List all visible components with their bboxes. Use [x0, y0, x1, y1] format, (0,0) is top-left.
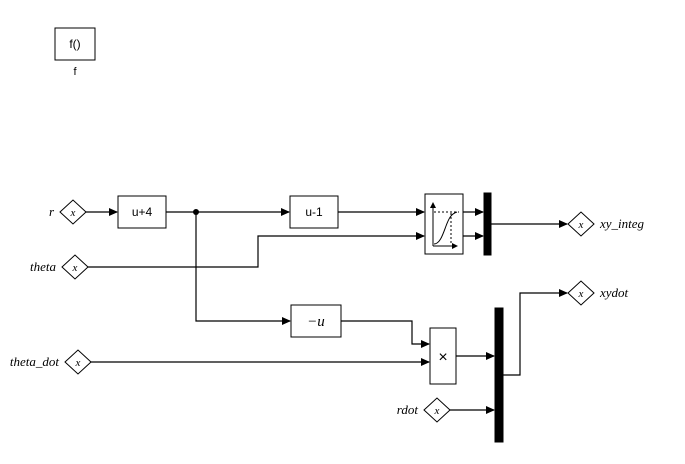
block-neg-u-label: −u: [307, 314, 325, 330]
block-u-plus-4[interactable]: u+4: [117, 195, 167, 229]
wire-junction-dot: [193, 209, 199, 215]
argin-port-rdot-diamond[interactable]: [423, 397, 451, 423]
mux-block-1[interactable]: [483, 192, 492, 256]
argin-port-r-diamond[interactable]: [59, 199, 87, 225]
argin-port-rdot[interactable]: rdot x: [397, 397, 451, 423]
block-u-minus-1[interactable]: u-1: [289, 195, 339, 229]
argin-port-theta-diamond[interactable]: [61, 254, 89, 280]
argin-port-r-symbol: x: [70, 207, 76, 219]
argin-port-rdot-label: rdot: [397, 402, 419, 417]
argin-port-theta-label: theta: [30, 259, 56, 274]
function-block-caption: f: [73, 66, 77, 78]
product-block[interactable]: ×: [429, 327, 457, 385]
argin-port-rdot-symbol: x: [434, 405, 440, 417]
function-block-label: f(): [69, 37, 80, 51]
integrator-block[interactable]: [424, 193, 464, 255]
block-u-minus-1-body[interactable]: [289, 195, 339, 229]
argin-port-theta-dot[interactable]: theta_dot x: [10, 349, 92, 375]
block-neg-u[interactable]: −u: [290, 304, 342, 338]
integrator-graph-icon: [430, 202, 459, 249]
argin-port-theta[interactable]: theta x: [30, 254, 89, 280]
argout-port-xydot-diamond[interactable]: [567, 280, 595, 306]
mux-block-2[interactable]: [494, 307, 504, 443]
argout-port-xy-integ-symbol: x: [578, 219, 584, 231]
argout-port-xydot-label: xydot: [599, 285, 629, 300]
argout-port-xy-integ-diamond[interactable]: [567, 211, 595, 237]
argin-port-theta-dot-label: theta_dot: [10, 354, 59, 369]
function-block[interactable]: f() f: [54, 27, 96, 78]
argout-port-xy-integ[interactable]: x xy_integ: [567, 211, 645, 237]
argout-port-xydot-symbol: x: [578, 288, 584, 300]
product-block-label: ×: [438, 349, 447, 366]
integrator-block-body[interactable]: [424, 193, 464, 255]
wire-theta-to-integrator[interactable]: [88, 232, 425, 268]
wire-negu-to-product[interactable]: [341, 320, 430, 348]
wire-mux2-to-xydot[interactable]: [503, 289, 568, 376]
product-block-body[interactable]: [429, 327, 457, 385]
block-u-plus-4-body[interactable]: [117, 195, 167, 229]
wire-branch-to-negu[interactable]: [195, 212, 291, 325]
argin-port-theta-symbol: x: [72, 262, 78, 274]
argout-port-xydot[interactable]: x xydot: [567, 280, 629, 306]
block-u-plus-4-label: u+4: [132, 205, 153, 219]
block-neg-u-body[interactable]: [290, 304, 342, 338]
argin-port-r[interactable]: r x: [49, 199, 87, 225]
function-block-body[interactable]: [54, 27, 96, 61]
argout-port-xy-integ-label: xy_integ: [599, 216, 645, 231]
argin-port-r-label: r: [49, 204, 55, 219]
argin-port-theta-dot-symbol: x: [75, 357, 81, 369]
argin-port-theta-dot-diamond[interactable]: [64, 349, 92, 375]
block-u-minus-1-label: u-1: [305, 205, 323, 219]
